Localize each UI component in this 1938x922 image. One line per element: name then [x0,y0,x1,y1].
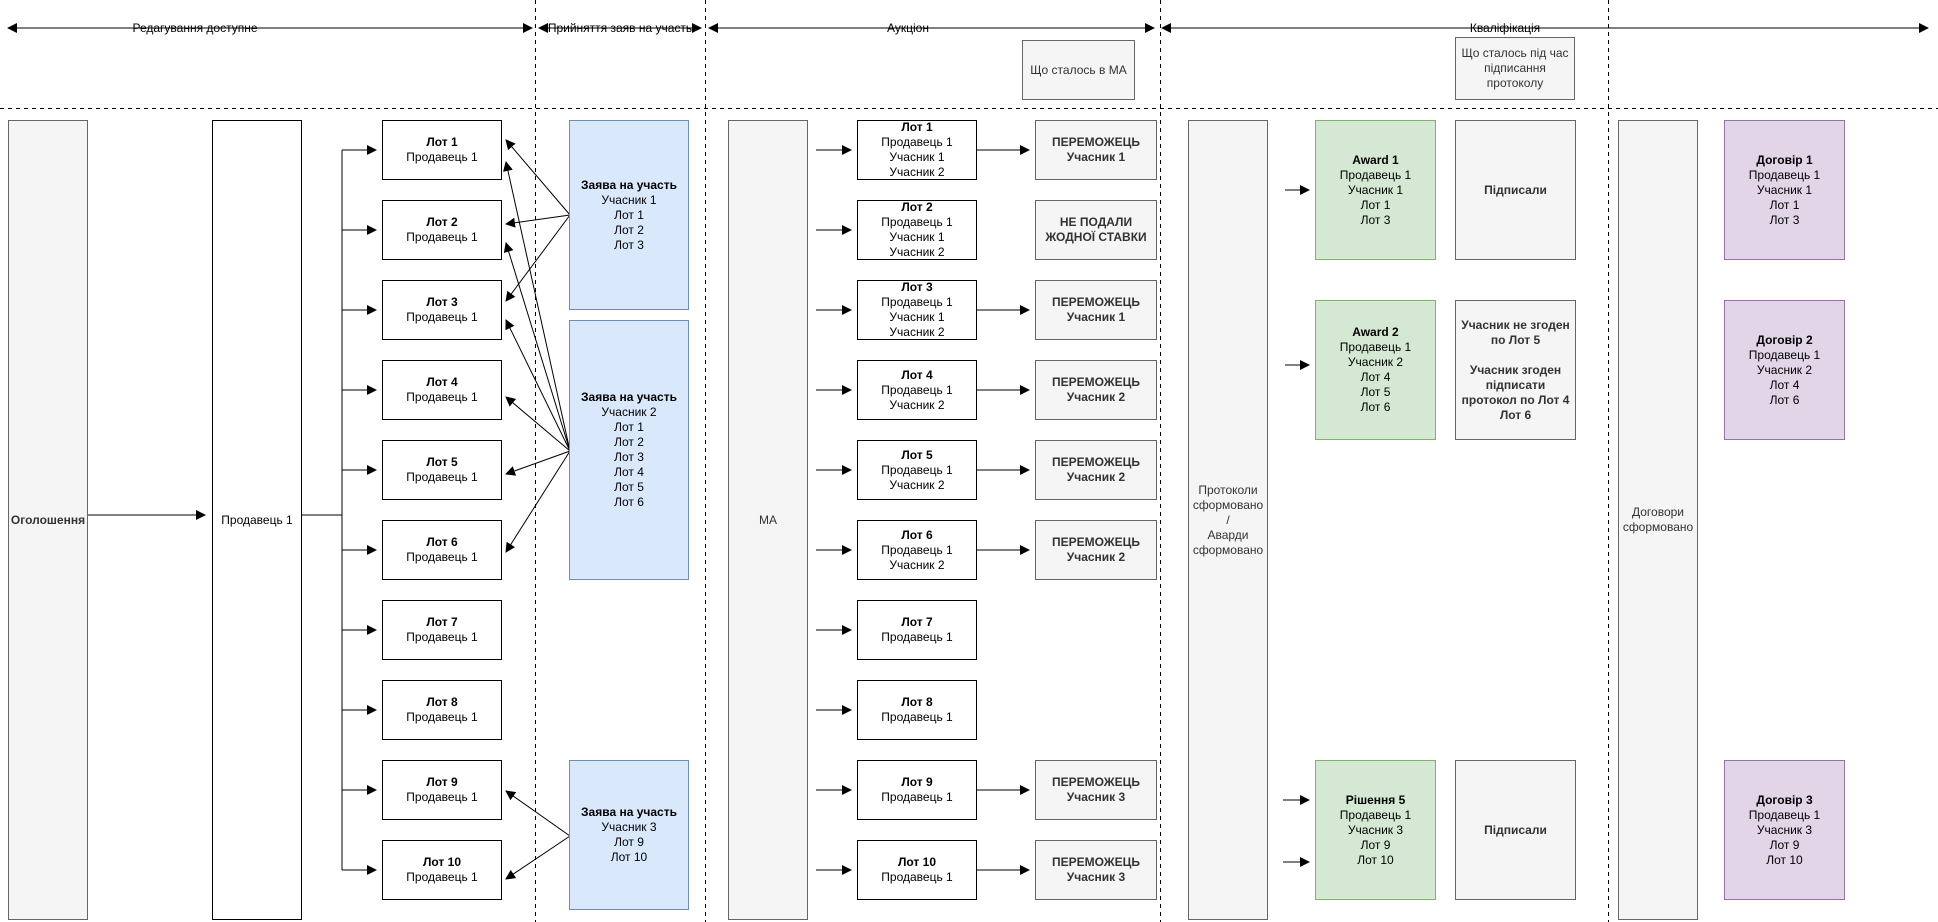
outcome-signed-1-box: Підписали [1455,120,1576,260]
phase-label-editing: Редагування доступне [132,21,258,35]
outcome-signed-2-box: Підписали [1455,760,1576,900]
note-what-happened-in-ma: Що сталось в МА [1022,40,1135,100]
application-arrows [503,139,571,880]
phase-label-applications: Прийняття заяв на участь [547,21,693,35]
phase-label-qualification: Кваліфікація [1469,21,1541,35]
phase-label-auction: Аукціон [887,21,929,35]
column-announcement: Оголошення [8,120,88,920]
column-ma: МА [728,120,808,920]
column-seller: Продавець 1 [212,120,302,920]
